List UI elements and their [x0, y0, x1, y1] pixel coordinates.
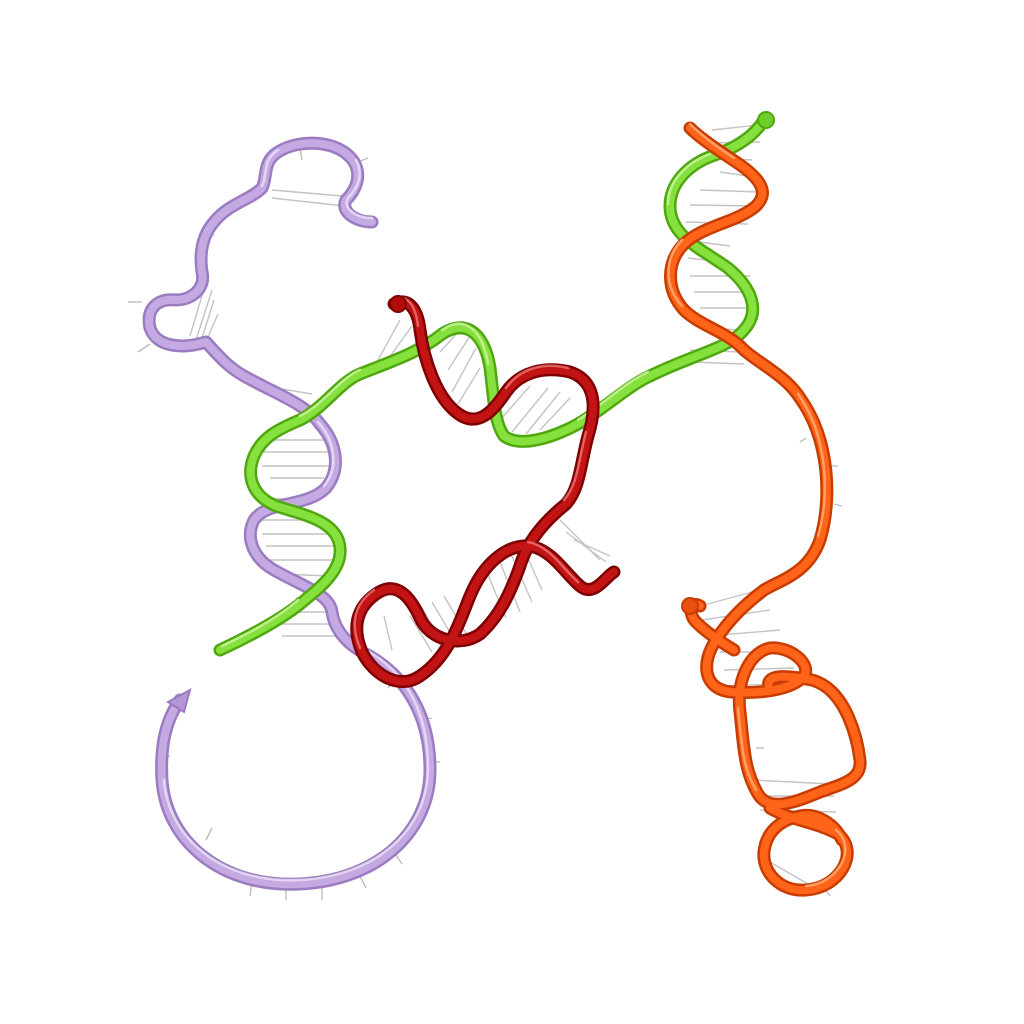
lavender-strand — [142, 136, 437, 891]
nucleotide-ticks — [128, 147, 843, 900]
red-strand — [350, 295, 621, 688]
lavender-arrowhead — [166, 687, 192, 714]
orange-strand — [664, 121, 867, 897]
green-strand — [213, 111, 775, 657]
red-end-cap — [389, 295, 407, 313]
green-end-cap — [757, 111, 775, 129]
orange-end-cap — [681, 597, 699, 615]
